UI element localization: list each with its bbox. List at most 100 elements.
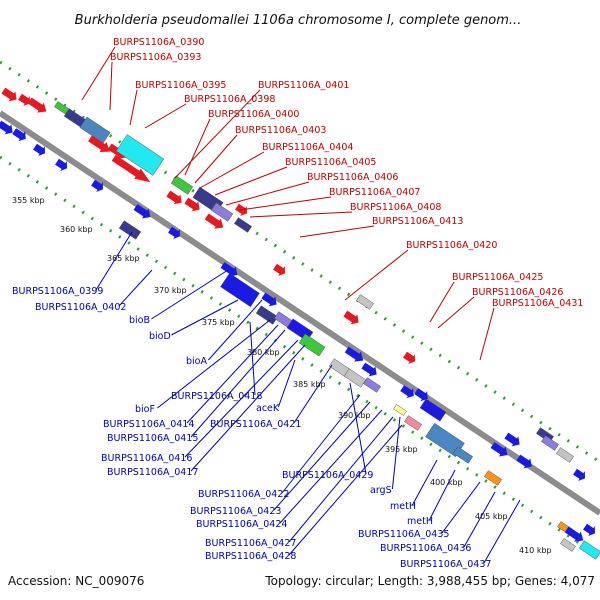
gene-label: BURPS1106A_0424 xyxy=(196,519,287,530)
gene-label: BURPS1106A_0390 xyxy=(113,37,204,48)
gene-arrow xyxy=(516,454,532,469)
leader-line xyxy=(190,344,306,472)
gene-label: bioD xyxy=(149,331,171,342)
gene-box xyxy=(560,538,576,552)
gene-arrow xyxy=(583,523,595,536)
gene-box xyxy=(541,435,559,451)
gene-box xyxy=(363,377,381,393)
leader-line xyxy=(288,424,403,556)
gene-label: BURPS1106A_0422 xyxy=(198,489,289,500)
gene-arrow xyxy=(18,93,30,106)
gene-label: BURPS1106A_0405 xyxy=(285,157,376,168)
gene-arrow xyxy=(220,262,238,277)
gene-box xyxy=(484,470,502,486)
scale-label: 370 kbp xyxy=(154,286,187,295)
leader-line xyxy=(186,324,279,424)
gene-label: bioF xyxy=(135,404,155,415)
gene-label: BURPS1106A_0414 xyxy=(103,419,194,430)
gene-label: aceK xyxy=(256,403,280,414)
leader-line xyxy=(273,401,371,511)
leader-line xyxy=(249,321,256,396)
gene-labels: BURPS1106A_0390BURPS1106A_0393BURPS1106A… xyxy=(12,37,583,570)
scale-label: 405 kbp xyxy=(475,512,508,521)
gene-label: BURPS1106A_0425 xyxy=(452,272,543,283)
gene-label: BURPS1106A_0431 xyxy=(492,298,583,309)
gene-features xyxy=(0,87,600,560)
gene-arrow xyxy=(273,263,285,276)
gene-label: BURPS1106A_0421 xyxy=(210,419,301,430)
gene-arrow xyxy=(504,432,520,447)
gene-arrow xyxy=(55,158,67,171)
gene-label: BURPS1106A_0435 xyxy=(358,529,449,540)
leader-line xyxy=(277,359,296,408)
gene-label: argS xyxy=(370,485,392,496)
leader-line xyxy=(437,296,475,329)
scale-label: 395 kbp xyxy=(385,445,418,454)
gene-arrow xyxy=(12,128,26,142)
leader-line xyxy=(171,299,239,336)
gene-label: BURPS1106A_0423 xyxy=(190,506,281,517)
gene-box xyxy=(556,447,574,463)
gene-box xyxy=(452,446,474,464)
scale-label: 355 kbp xyxy=(12,196,45,205)
leader-line xyxy=(293,364,333,424)
gene-arrow xyxy=(166,190,182,205)
gene-label: BURPS1106A_0437 xyxy=(400,559,491,570)
leader-line xyxy=(349,382,367,475)
gene-label: BURPS1106A_0417 xyxy=(107,467,198,478)
gene-arrow xyxy=(27,97,47,113)
leader-line xyxy=(483,499,521,564)
leader-line xyxy=(214,166,288,196)
gene-arrow xyxy=(573,468,585,481)
leader-line xyxy=(225,181,310,206)
gene-label: BURPS1106A_0400 xyxy=(208,109,299,120)
scale-label: 365 kbp xyxy=(107,254,140,263)
gene-label: metH xyxy=(407,516,433,527)
gene-box xyxy=(79,116,111,144)
leader-line xyxy=(288,416,394,543)
leader-line xyxy=(429,281,455,323)
gene-label: BURPS1106A_0408 xyxy=(350,202,441,213)
gene-label: BURPS1106A_0404 xyxy=(262,142,353,153)
gene-arrow xyxy=(490,442,508,457)
gene-box xyxy=(298,333,326,357)
gene-label: BURPS1106A_0415 xyxy=(107,433,198,444)
gene-arrow xyxy=(133,204,151,219)
leader-line xyxy=(190,329,286,438)
gene-arrow xyxy=(344,346,364,362)
leader-line xyxy=(144,103,187,129)
gene-box xyxy=(210,202,234,222)
gene-label: BURPS1106A_0398 xyxy=(184,94,275,105)
leader-line xyxy=(95,231,133,291)
leader-line xyxy=(479,307,495,361)
gene-label: BURPS1106A_0436 xyxy=(380,543,471,554)
leader-line xyxy=(299,225,375,238)
leader-line xyxy=(118,269,153,307)
leader-line xyxy=(151,269,229,320)
leader-line xyxy=(344,249,409,301)
gene-label: BURPS1106A_0393 xyxy=(110,52,201,63)
gene-label: BURPS1106A_0395 xyxy=(135,80,226,91)
gene-label: BURPS1106A_0402 xyxy=(35,302,126,313)
label-leaders xyxy=(81,46,521,564)
scale-label: 400 kbp xyxy=(430,478,463,487)
gene-label: BURPS1106A_0399 xyxy=(12,286,103,297)
gene-label: BURPS1106A_0418 xyxy=(171,391,262,402)
leader-line xyxy=(249,211,353,218)
scale-label: 360 kbp xyxy=(60,225,93,234)
leader-line xyxy=(174,89,261,179)
gene-label: BURPS1106A_0403 xyxy=(235,125,326,136)
gene-box xyxy=(118,220,142,240)
chromosome-backbone xyxy=(0,110,600,516)
scale-label: 375 kbp xyxy=(202,318,235,327)
map-title: Burkholderia pseudomallei 1106a chromoso… xyxy=(75,13,522,28)
gene-label: metH xyxy=(390,501,416,512)
leader-line xyxy=(279,409,383,524)
gene-label: BURPS1106A_0420 xyxy=(406,240,497,251)
scale-label: 410 kbp xyxy=(519,546,552,555)
gene-box xyxy=(255,305,279,325)
leader-line xyxy=(281,394,361,494)
gene-arrow xyxy=(111,154,151,183)
